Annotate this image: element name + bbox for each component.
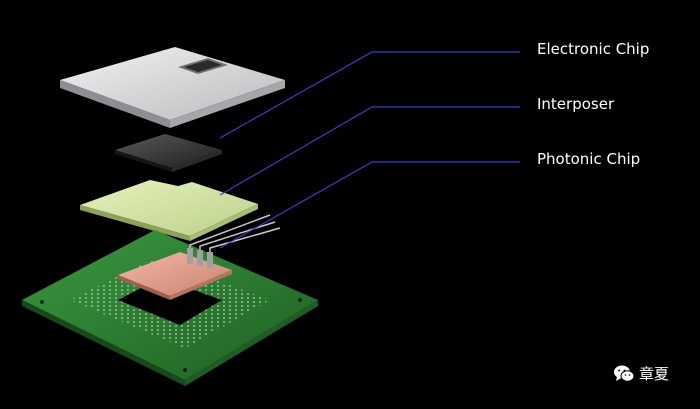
electronic-die xyxy=(115,134,222,172)
leader-line-interposer xyxy=(219,106,520,196)
fiber-connectors xyxy=(187,214,281,268)
watermark-text: 章夏 xyxy=(639,365,670,383)
leader-line-photonic-chip xyxy=(219,161,520,249)
label-interposer: Interposer xyxy=(537,95,615,113)
interposer-layer xyxy=(80,180,258,241)
wechat-icon xyxy=(614,365,635,382)
watermark: 章夏 xyxy=(613,363,669,384)
substrate-board xyxy=(22,230,318,386)
electronic-chip-lid xyxy=(60,47,285,128)
label-photonic-chip: Photonic Chip xyxy=(537,150,641,168)
label-electronic-chip: Electronic Chip xyxy=(537,40,650,58)
photonic-chip xyxy=(118,252,232,300)
leader-line-electronic-chip xyxy=(219,51,520,139)
